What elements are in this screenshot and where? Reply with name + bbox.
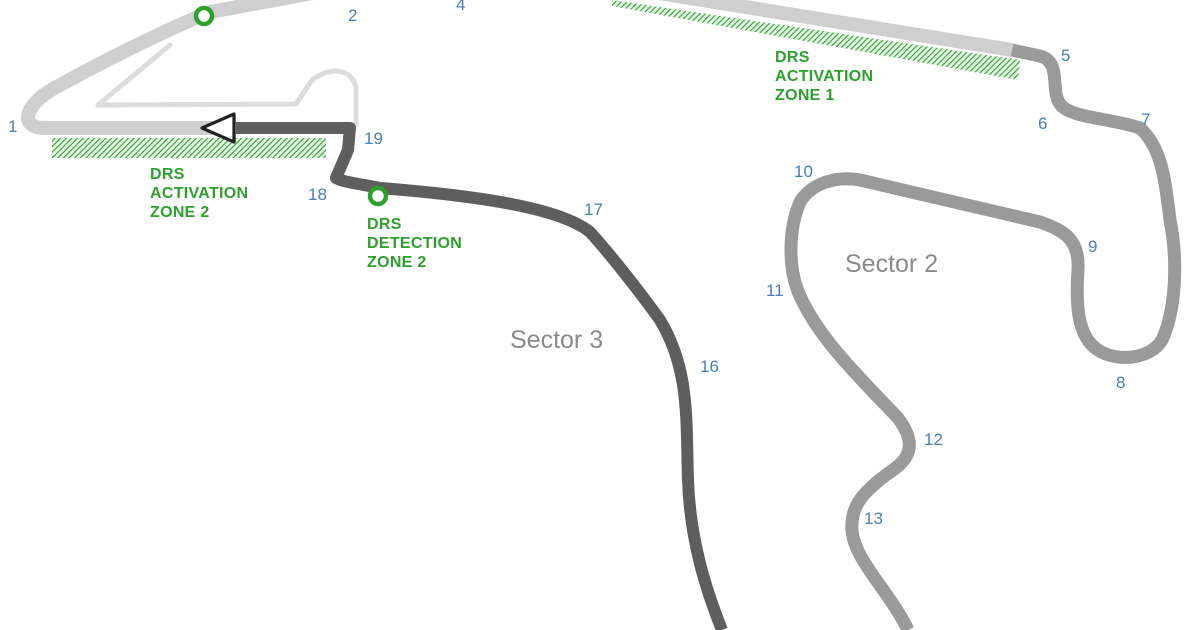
drs-zone-1-shading (612, 0, 1020, 80)
sector-3-label: Sector 3 (510, 326, 603, 354)
drs-detection-line-1: DRS (367, 216, 402, 233)
turn-12-label: 12 (924, 430, 943, 449)
start-finish-arrow (200, 112, 236, 144)
turn-10-label: 10 (794, 162, 813, 181)
drs-zone-2-shading (52, 138, 326, 158)
drs-activation-zone-2-label: DRS ACTIVATION ZONE 2 (150, 166, 253, 221)
turn-17-label: 17 (584, 200, 603, 219)
turn-1-label: 1 (8, 117, 17, 136)
turn-6-label: 6 (1038, 114, 1047, 133)
turn-5-label: 5 (1061, 46, 1070, 65)
turn-2-label: 2 (348, 6, 357, 25)
drs-activation-zone-1-label: DRS ACTIVATION ZONE 1 (775, 49, 878, 104)
turn-9-label: 9 (1088, 237, 1097, 256)
drs-detection-zone-2-label: DRS DETECTION ZONE 2 (367, 216, 467, 271)
turn-13-label: 13 (864, 509, 883, 528)
pit-lane (95, 42, 359, 128)
drs-zone-2-line-1: DRS (150, 166, 185, 183)
sector-1-track (21, 0, 1014, 135)
drs-detection-point-1 (193, 5, 215, 27)
drs-zone-2-line-3: ZONE 2 (150, 204, 210, 221)
turn-18-label: 18 (308, 185, 327, 204)
turn-19-label: 19 (364, 129, 383, 148)
sector-2-track (784, 43, 1182, 630)
turn-4-label: 4 (456, 0, 465, 14)
drs-zone-2-line-2: ACTIVATION (150, 185, 248, 202)
turn-11-label: 11 (766, 281, 784, 300)
sector-2-label: Sector 2 (845, 250, 938, 278)
drs-detection-point-2 (367, 185, 389, 207)
turn-16-label: 16 (700, 357, 719, 376)
turn-8-label: 8 (1116, 373, 1125, 392)
drs-zone-1-line-3: ZONE 1 (775, 87, 835, 104)
turn-7-label: 7 (1141, 110, 1150, 129)
drs-detection-line-3: ZONE 2 (367, 254, 427, 271)
drs-detection-line-2: DETECTION (367, 235, 462, 252)
drs-zone-1-line-2: ACTIVATION (775, 68, 873, 85)
drs-zone-1-line-1: DRS (775, 49, 810, 66)
